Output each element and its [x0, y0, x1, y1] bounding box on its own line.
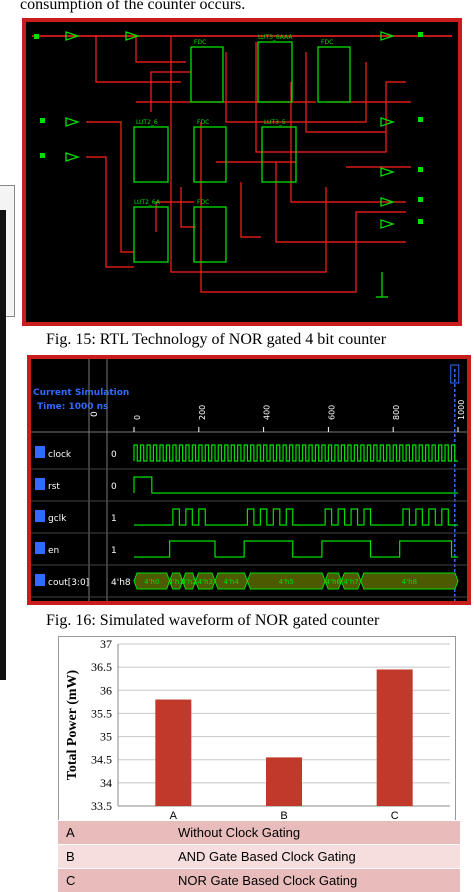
legend-key: B: [58, 845, 170, 869]
signal-waveform-clock: [134, 445, 458, 461]
signal-value: 1: [111, 514, 117, 524]
time-tick: 0: [133, 415, 142, 420]
y-axis-label: Total Power (mW): [65, 669, 80, 780]
time-tick: 400: [263, 405, 272, 420]
time-tick: 600: [327, 405, 336, 420]
rtl-schematic-frame: FDC LUT3_6AAA FDC LUT2_6 FDC LUT3_5 LUT2…: [22, 18, 462, 326]
legend-desc: AND Gate Based Clock Gating: [170, 845, 460, 869]
signal-type-icon: [35, 478, 45, 490]
y-tick-label: 35: [100, 730, 112, 744]
signal-type-icon: [35, 542, 45, 554]
fig16-caption: Fig. 16: Simulated waveform of NOR gated…: [46, 612, 379, 630]
signal-name: en: [48, 546, 59, 556]
block-label: FDC: [194, 39, 206, 46]
fig15-caption: Fig. 15: RTL Technology of NOR gated 4 b…: [46, 331, 386, 349]
signal-name: clock: [48, 450, 72, 460]
signal-waveform-gclk: [134, 509, 458, 525]
signal-type-icon: [35, 446, 45, 458]
signal-name: cout[3:0]: [48, 578, 89, 588]
legend-row: C NOR Gate Based Clock Gating: [58, 869, 460, 892]
signal-name: gclk: [48, 514, 67, 524]
y-tick-label: 37: [100, 637, 112, 651]
signal-value: 1: [111, 546, 117, 556]
y-tick-label: 35.5: [91, 706, 112, 720]
y-tick-label: 36.5: [91, 660, 112, 674]
signal-value: 0: [111, 450, 117, 460]
block-label: FDC: [197, 199, 209, 206]
legend-desc: Without Clock Gating: [170, 821, 460, 845]
sim-header: Current Simulation: [33, 388, 129, 398]
time-tick: 1000: [457, 400, 466, 420]
bus-value: 4'h4: [224, 578, 240, 586]
signal-waveform-en: [134, 541, 458, 557]
y-tick-label: 34.5: [91, 753, 112, 767]
legend-table: A Without Clock Gating B AND Gate Based …: [58, 820, 460, 892]
bus-value: 4'h0: [144, 578, 159, 586]
bus-value: 4'h2: [181, 578, 196, 586]
signal-value: 4'h8: [111, 578, 131, 588]
block-label: LUT2_6A: [134, 199, 161, 206]
legend-desc: NOR Gate Based Clock Gating: [170, 869, 460, 892]
legend-key: C: [58, 869, 170, 892]
block-label: LUT2_6: [136, 119, 158, 126]
bus-value: 4'h5: [279, 578, 294, 586]
block-label: FDC: [197, 119, 209, 126]
time-tick: 800: [392, 405, 401, 420]
bar-C: [377, 669, 413, 806]
bus-value: 4'h3: [198, 578, 213, 586]
signal-value: 0: [111, 482, 117, 492]
y-tick-label: 36: [100, 683, 112, 697]
signal-name: rst: [48, 482, 60, 492]
block-label: LUT3_6AAA: [258, 34, 293, 41]
neighbor-figure-edge: [0, 210, 6, 680]
signal-waveform-rst: [134, 477, 458, 493]
sim-time: Time: 1000 ns: [37, 402, 108, 412]
rtl-schematic: FDC LUT3_6AAA FDC LUT2_6 FDC LUT3_5 LUT2…: [26, 22, 458, 322]
bar-A: [155, 700, 191, 806]
y-tick-label: 34: [100, 776, 112, 790]
legend-row: B AND Gate Based Clock Gating: [58, 845, 460, 869]
rtl-schematic-svg: FDC LUT3_6AAA FDC LUT2_6 FDC LUT3_5 LUT2…: [26, 22, 458, 322]
intro-text: consumption of the counter occurs.: [20, 0, 245, 14]
block-label: FDC: [321, 39, 333, 46]
legend-row: A Without Clock Gating: [58, 821, 460, 845]
signal-type-icon: [35, 510, 45, 522]
legend-key: A: [58, 821, 170, 845]
block-label: LUT3_5: [264, 119, 286, 126]
time-tick: 200: [198, 405, 207, 420]
signal-type-icon: [35, 574, 45, 586]
sim-header-value: 0: [90, 411, 100, 417]
bus-value: 4'h8: [402, 578, 417, 586]
bus-value: 4'h6: [326, 578, 342, 586]
bar-B: [266, 757, 302, 806]
y-tick-label: 33.5: [91, 799, 112, 813]
bus-value: 4'h7: [343, 578, 358, 586]
